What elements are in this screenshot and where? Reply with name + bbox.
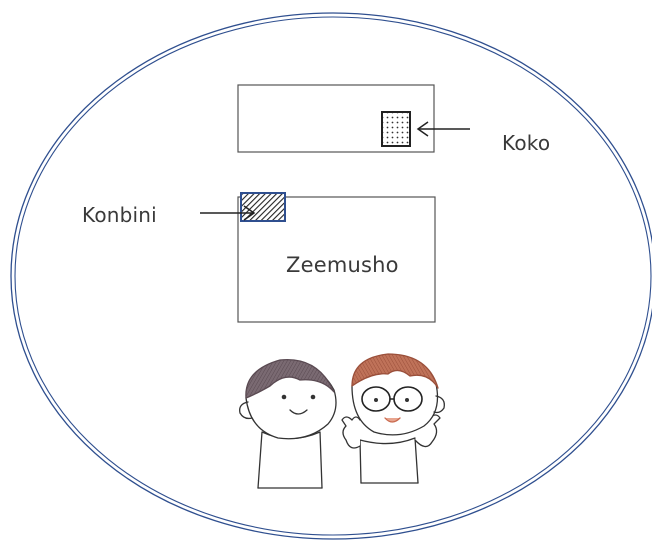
area-boundary bbox=[10, 12, 652, 540]
konbini-arrow bbox=[200, 205, 256, 221]
dotted-square-icon bbox=[381, 111, 411, 147]
koko-arrow bbox=[416, 121, 470, 137]
koko-label: Koko bbox=[502, 131, 551, 155]
konbini-label: Konbini bbox=[82, 203, 157, 227]
two-people-illustration bbox=[239, 353, 445, 489]
zeemusho-label: Zeemusho bbox=[286, 253, 399, 277]
